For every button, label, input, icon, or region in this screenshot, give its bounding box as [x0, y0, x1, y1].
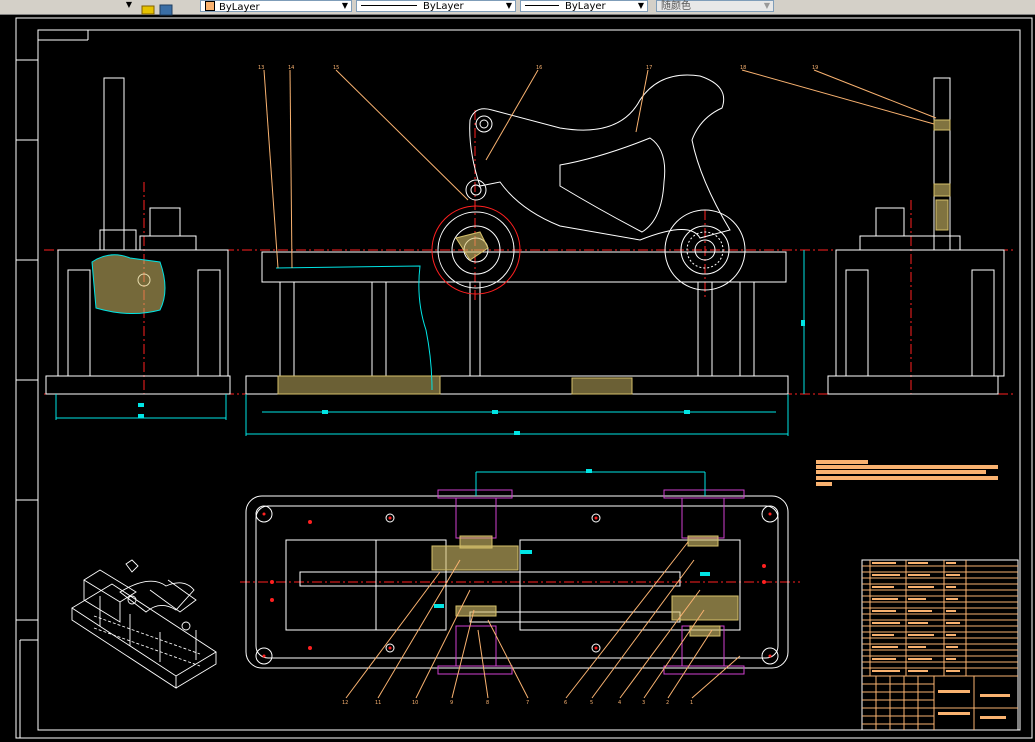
part-label: 13 — [258, 65, 264, 71]
plotstyle-value: 随颜色 — [661, 1, 691, 12]
linetype-sample-icon — [361, 5, 417, 6]
front-label-group: 13 14 15 16 17 18 19 — [258, 65, 818, 71]
left-end-assembly — [45, 77, 231, 395]
part-label: 7 — [526, 700, 529, 706]
part-label: 4 — [618, 700, 621, 706]
top-label-group: 12 11 10 9 8 7 6 5 4 3 2 1 — [342, 700, 693, 706]
chevron-down-icon[interactable]: ▼ — [341, 1, 349, 10]
lineweight-sample-icon — [525, 5, 559, 6]
part-label: 2 — [666, 700, 669, 706]
top-view-dimension — [475, 471, 706, 496]
isometric-view — [71, 559, 217, 689]
part-label: 19 — [812, 65, 818, 71]
title-block-text-marks — [872, 562, 1010, 719]
part-label: 10 — [412, 700, 418, 706]
color-swatch-icon — [205, 1, 215, 11]
drawing-canvas[interactable]: 13 14 15 16 17 18 19 — [0, 15, 1035, 742]
top-view-leaders — [345, 541, 741, 699]
layer-dropdown-tail[interactable]: ▼ — [0, 0, 136, 12]
main-base — [245, 251, 789, 395]
part-label: 6 — [564, 700, 567, 706]
linetype-value: ByLayer — [423, 1, 464, 12]
part-label: 18 — [740, 65, 746, 71]
top-view-dim-marks — [434, 469, 710, 608]
drawing-frame — [15, 17, 1033, 739]
part-label: 14 — [288, 65, 294, 71]
dimension-text-marks — [138, 320, 805, 435]
title-block-grid — [862, 560, 1018, 730]
color-value: ByLayer — [219, 2, 260, 13]
part-label: 5 — [590, 700, 593, 706]
part-label: 17 — [646, 65, 652, 71]
chevron-down-icon[interactable]: ▼ — [505, 1, 513, 10]
base-hatch-right — [571, 377, 633, 395]
part-label: 11 — [375, 700, 381, 706]
top-view-points — [262, 512, 772, 658]
right-column-hatch — [933, 119, 951, 231]
part-label: 12 — [342, 700, 348, 706]
chevron-down-icon[interactable]: ▼ — [637, 1, 645, 10]
base-hatch-left — [277, 375, 441, 395]
top-view-holes — [255, 505, 779, 665]
part-label: 15 — [333, 65, 339, 71]
front-dimensions — [55, 250, 805, 436]
layer-stack-icon[interactable] — [140, 4, 180, 16]
linetype-control[interactable]: ByLayer ▼ — [356, 0, 516, 12]
layer-tools[interactable] — [140, 1, 180, 16]
section-break-line — [275, 265, 433, 391]
lineweight-value: ByLayer — [565, 1, 606, 12]
part-label: 3 — [642, 700, 645, 706]
chevron-down-icon[interactable]: ▼ — [763, 1, 771, 10]
part-label: 1 — [690, 700, 693, 706]
properties-toolbar: ▼ ByLayer ▼ ByLayer ▼ ByLayer ▼ 随颜色 ▼ — [0, 0, 1035, 16]
top-view-hatch — [431, 535, 739, 637]
chevron-down-icon[interactable]: ▼ — [125, 0, 133, 9]
front-leaders — [263, 69, 937, 269]
right-bearing — [664, 209, 746, 291]
lineweight-control[interactable]: ByLayer ▼ — [520, 0, 648, 12]
bearing-hatch — [455, 231, 489, 261]
right-end-assembly — [827, 77, 1005, 395]
top-view: 12 11 10 9 8 7 6 5 4 3 2 1 — [240, 469, 800, 706]
color-control[interactable]: ByLayer ▼ — [200, 0, 352, 13]
left-section-hatch — [91, 254, 166, 315]
plotstyle-control[interactable]: 随颜色 ▼ — [656, 0, 774, 12]
rocker-arm — [465, 74, 731, 241]
part-label: 16 — [536, 65, 542, 71]
part-label: 9 — [450, 700, 453, 706]
part-label: 8 — [486, 700, 489, 706]
front-view: 13 14 15 16 17 18 19 — [44, 65, 1015, 436]
technical-notes-bars — [816, 460, 998, 486]
title-block — [861, 559, 1019, 731]
